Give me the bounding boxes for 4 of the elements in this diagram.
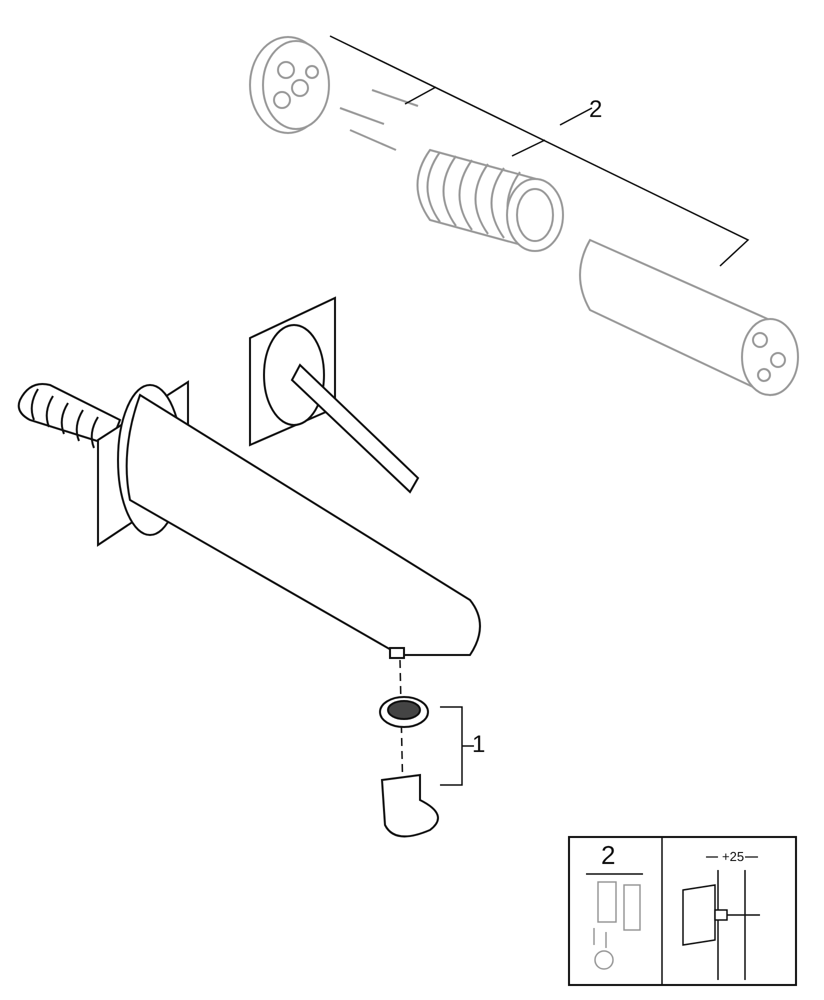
callout-number: 2 [589, 98, 602, 122]
callout-number: 1 [472, 733, 486, 757]
callout-number: 2 [601, 842, 616, 868]
dimension-label: +25 [722, 850, 744, 863]
